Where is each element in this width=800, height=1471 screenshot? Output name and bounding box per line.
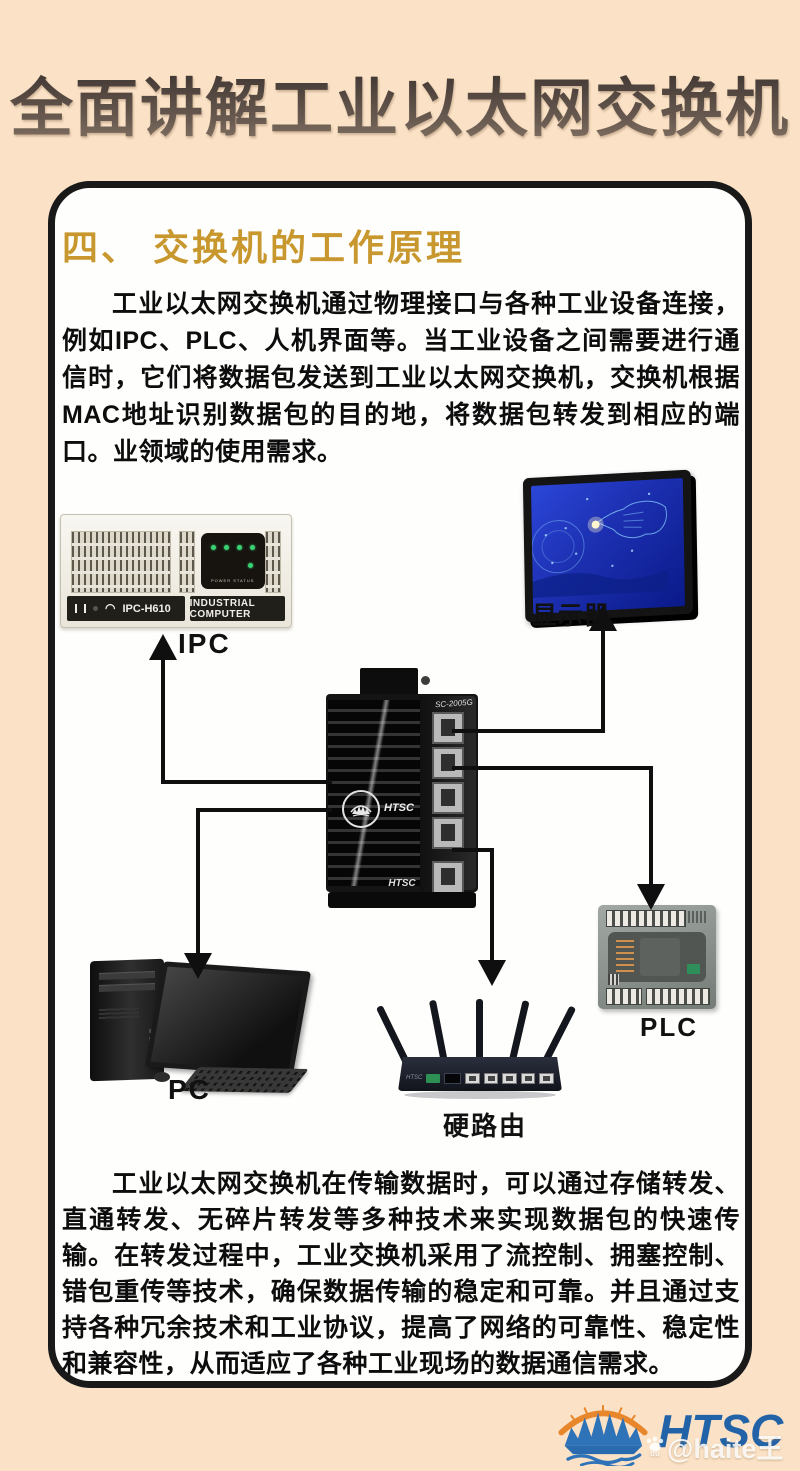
ipc-panel-caption: POWER STATUS [211,578,255,583]
switch-bottom-brand-text: HTSC [388,878,416,889]
arrow-switch-to-ipc [161,660,165,784]
ipc-led-row [211,545,255,550]
arrowhead-up-icon [589,605,617,631]
arrowhead-down-icon [478,960,506,986]
plc-cover [640,938,680,976]
device-ipc: POWER STATUS ◠ IPC-H610 INDUSTRIAL COMPU… [60,514,292,628]
switch-logo-icon [342,790,380,828]
arrow-switch-to-pc [196,808,332,812]
led-icon [211,545,216,550]
page-title: 全面讲解工业以太网交换机 [0,58,800,149]
rj45-port [483,1072,499,1084]
ipc-status-panel: POWER STATUS [201,533,265,589]
device-switch: HTSC SC-2005G HTSC [326,668,478,908]
rj45-port [465,1072,480,1084]
rj45-port [432,747,464,779]
switch-base [328,892,476,908]
router-body: HTSC [398,1057,562,1091]
switch-port-column [432,712,464,900]
rj45-port [432,817,464,849]
watermark-text: @haite王 [667,1434,784,1464]
plc-face-panel [608,932,706,982]
device-pc [88,952,312,1093]
ipc-model-text: IPC-H610 [122,602,171,615]
router-front-ports: HTSC [406,1070,555,1086]
display-screen [530,477,686,615]
pc-drive-bay [99,971,155,980]
paw-icon: du [645,1436,665,1458]
label-pc: PC [168,1074,211,1105]
summary-paragraph: 工业以太网交换机在传输数据时，可以通过存储转发、直通转发、无碎片转发等多种技术来… [62,1170,740,1378]
section-heading: 四、 交换机的工作原理 [62,227,466,268]
arrowhead-down-icon [184,953,212,979]
plc-vent [688,911,708,923]
brand-swoosh-icon: ◠ [105,601,116,615]
switch-bolt [421,676,430,685]
switch-heatsink-fins [328,700,420,886]
plc-terminal-strip [646,988,710,1005]
switch-brand-text: HTSC [384,802,414,814]
ipc-vent-grille [71,531,171,593]
ipc-vent-grille [179,531,195,593]
paw-badge-text: du [650,1448,660,1458]
rj45-port [432,782,464,814]
watermark: du @haite王 [645,1427,783,1466]
arrow-switch-to-router [452,848,494,852]
pc-monitor [144,961,312,1077]
switch-front-panel: SC-2005G [420,696,476,897]
led-icon [237,545,242,550]
ipc-vent-grille [265,531,281,593]
htsc-logo-icon [553,1394,653,1471]
touch-hand-graphic [531,492,669,598]
led-icon [250,545,255,550]
router-brand-text: HTSC [406,1075,423,1081]
plc-terminal-strip [606,988,642,1005]
ipc-model-badge: ◠ IPC-H610 [67,596,185,621]
rj45-port [539,1072,555,1084]
switch-top-clip [360,668,430,698]
htsc-brand-text: HTSC [658,1405,784,1457]
device-display [522,469,694,623]
arrow-switch-to-ipc [161,780,332,784]
pc-drive-bay [99,983,155,992]
ipc-caption-text: INDUSTRIAL COMPUTER [189,597,256,620]
label-ipc: IPC [178,628,231,659]
rj45-port [432,712,464,744]
router-label-sticker [426,1073,440,1083]
arrowhead-up-icon [149,634,177,660]
switch-model-text: SC-2005G [434,697,474,710]
switch-body: HTSC SC-2005G HTSC [326,694,478,897]
pc-vent [99,1007,139,1021]
arrow-switch-to-display [601,629,605,733]
plc-terminal-strip [606,910,686,927]
router-shadow [404,1091,556,1099]
pause-icon [75,604,86,613]
pc-monitor-screen [150,966,306,1072]
label-router: 硬路由 [443,1111,528,1141]
label-plc: PLC [640,1012,698,1042]
sfp-slot [443,1072,462,1084]
led-icon [248,563,253,568]
rj45-port [502,1072,517,1084]
plc-led-block [616,940,634,974]
device-router: HTSC [375,985,577,1105]
device-plc [598,905,716,1009]
power-dot-icon [93,606,98,611]
led-icon [224,545,229,550]
rj45-port [520,1072,536,1084]
antenna [476,999,483,1073]
arrow-switch-to-plc [452,766,653,770]
intro-paragraph: 工业以太网交换机通过物理接口与各种工业设备连接，例如IPC、PLC、人机界面等。… [62,290,740,466]
arrow-switch-to-display [452,729,605,733]
arrow-switch-to-plc [649,768,653,886]
plc-brand-sticker [687,964,700,974]
ipc-caption-badge: INDUSTRIAL COMPUTER [189,596,285,621]
arrow-switch-to-pc [196,810,200,955]
ipc-front-bezel: ◠ IPC-H610 INDUSTRIAL COMPUTER [67,596,285,621]
arrow-switch-to-router [490,850,494,962]
arrowhead-down-icon [637,884,665,910]
pc-mouse [154,1072,170,1082]
plc-qr-code [608,974,619,985]
